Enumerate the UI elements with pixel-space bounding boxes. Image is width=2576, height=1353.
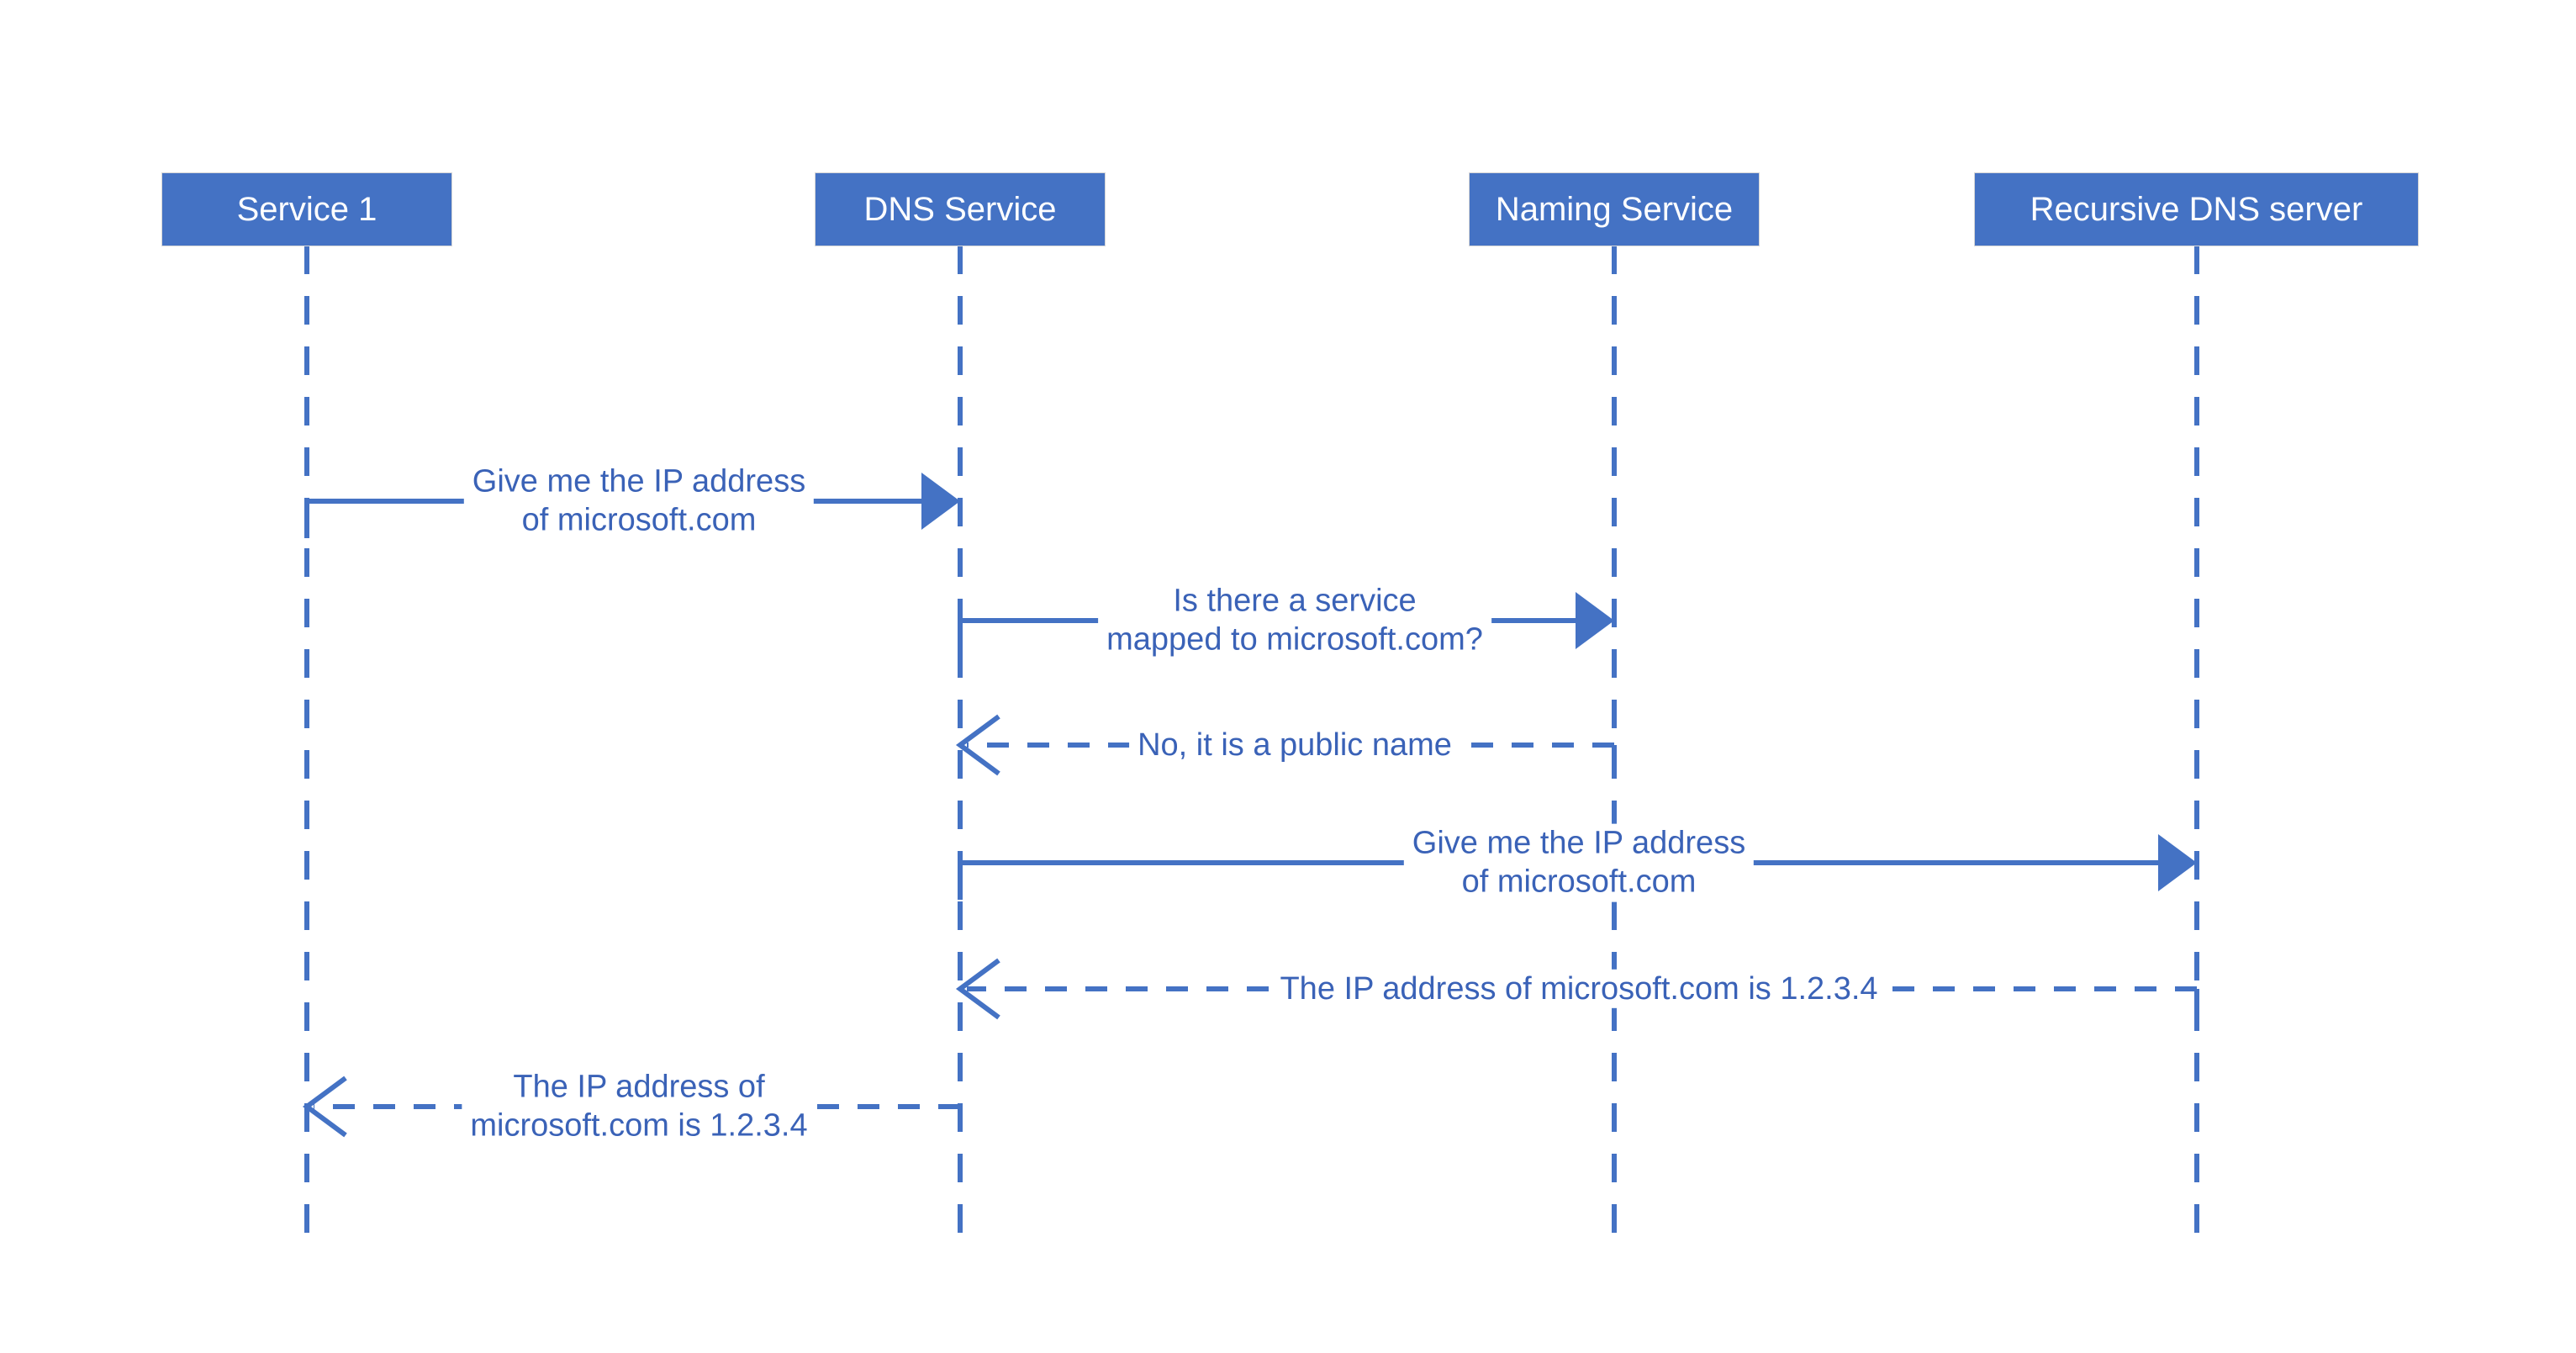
arrowhead-filled — [921, 473, 960, 530]
participant-box-naming[interactable]: Naming Service — [1469, 172, 1760, 246]
message-label-m1: Give me the IP address of microsoft.com — [463, 462, 815, 541]
arrowhead-filled — [2158, 834, 2197, 891]
participant-label: Naming Service — [1495, 191, 1734, 228]
participant-box-dns[interactable]: DNS Service — [815, 172, 1106, 246]
arrowhead-open — [302, 1076, 347, 1138]
arrowhead-open — [955, 714, 1000, 776]
participant-label: Recursive DNS server — [2030, 191, 2363, 228]
message-label-m3: No, it is a public name — [1129, 725, 1460, 765]
participant-box-recursive[interactable]: Recursive DNS server — [1974, 172, 2419, 246]
message-connector-group — [302, 473, 2199, 1144]
participant-label: Service 1 — [236, 191, 377, 228]
arrowhead-filled — [1576, 592, 1614, 649]
message-label-m2: Is there a service mapped to microsoft.c… — [1098, 581, 1491, 660]
participant-label: DNS Service — [863, 191, 1057, 228]
message-label-m6: The IP address of microsoft.com is 1.2.3… — [462, 1067, 816, 1146]
message-label-m5: The IP address of microsoft.com is 1.2.3… — [1271, 969, 1887, 1009]
arrowhead-open — [955, 958, 1000, 1020]
lifeline-group — [304, 246, 2199, 1250]
message-label-m4: Give me the IP address of microsoft.com — [1403, 823, 1755, 902]
participant-box-service1[interactable]: Service 1 — [161, 172, 452, 246]
